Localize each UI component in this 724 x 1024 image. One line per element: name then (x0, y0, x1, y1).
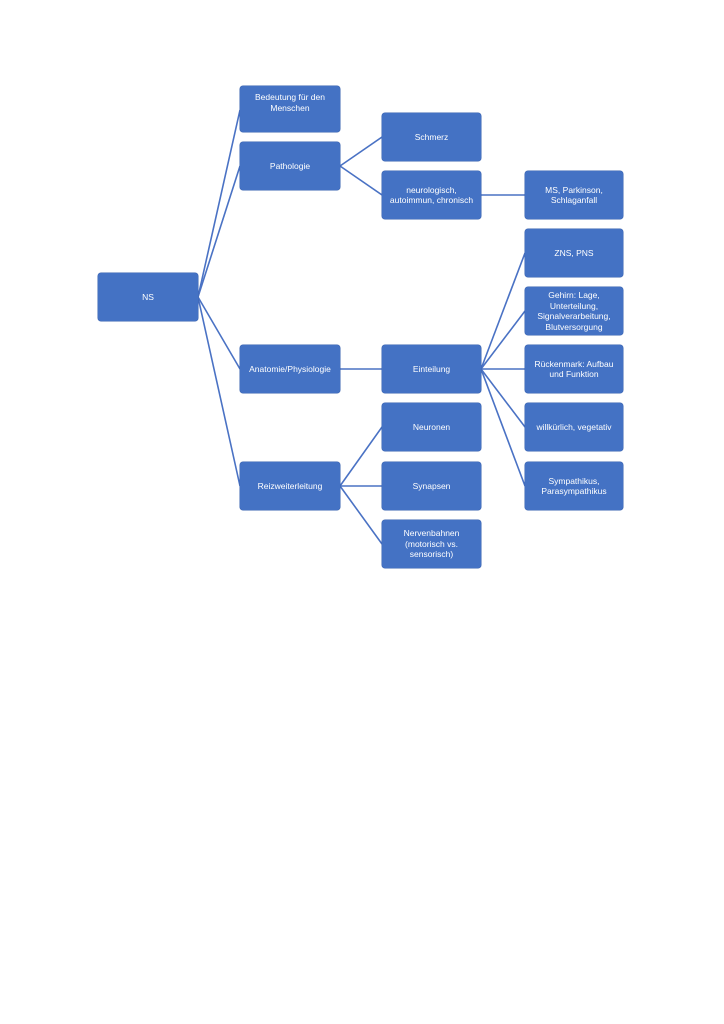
node-anatomie-physiologie: Anatomie/Physiologie (240, 345, 340, 393)
node-rueckenmark: Rückenmark: Aufbau und Funktion (525, 345, 623, 393)
connector-einteilung-zns (480, 252, 526, 370)
node-willkuerlich-vegetativ: willkürlich, vegetativ (525, 403, 623, 451)
connector-reiz-nervenbahnen (339, 485, 383, 545)
node-sympathikus: Sympathikus, Parasympathikus (525, 462, 623, 510)
connector-einteilung-sympathikus (480, 368, 526, 487)
node-gehirn: Gehirn: Lage, Unterteilung, Signalverarb… (525, 287, 623, 335)
connector-ns-anatomie (197, 296, 241, 370)
node-einteilung: Einteilung (382, 345, 481, 393)
node-pathologie: Pathologie (240, 142, 340, 190)
connector-pathologie-neuro (339, 165, 383, 196)
node-neuronen: Neuronen (382, 403, 481, 451)
connector-ns-reiz (197, 296, 241, 487)
node-nervenbahnen: Nervenbahnen (motorisch vs. sensorisch) (382, 520, 481, 568)
connector-einteilung-gehirn (480, 310, 526, 370)
node-synapsen: Synapsen (382, 462, 481, 510)
connector-pathologie-schmerz (339, 136, 383, 167)
node-ms-parkinson: MS, Parkinson, Schlaganfall (525, 171, 623, 219)
node-neurologisch: neurologisch, autoimmun, chronisch (382, 171, 481, 219)
connector-reiz-neuronen (339, 426, 383, 487)
node-schmerz: Schmerz (382, 113, 481, 161)
connector-ns-pathologie (197, 165, 241, 298)
connector-einteilung-willkuerlich (480, 368, 526, 428)
node-ns: NS (98, 273, 198, 321)
connector-ns-bedeutung (197, 109, 241, 298)
node-bedeutung: Bedeutung für den Menschen (240, 86, 340, 132)
node-reizweiterleitung: Reizweiterleitung (240, 462, 340, 510)
node-zns-pns: ZNS, PNS (525, 229, 623, 277)
